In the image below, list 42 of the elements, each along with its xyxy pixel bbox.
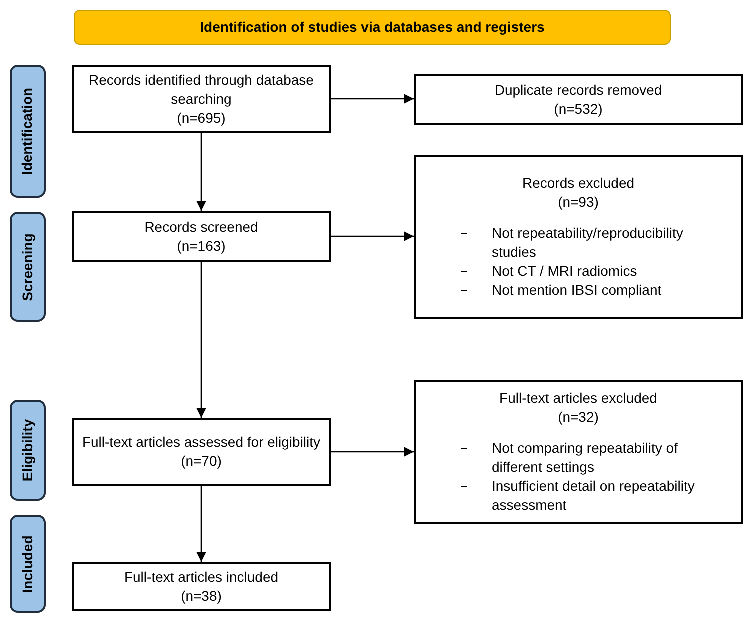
box-heading: Records excluded — [522, 174, 635, 193]
process-box — [72, 65, 331, 133]
box-heading: (n=32) — [558, 408, 599, 427]
box-text: Records screened — [144, 218, 258, 236]
box-heading: Full-text articles excluded — [500, 389, 658, 408]
stage-tab — [10, 400, 46, 501]
arrow — [331, 447, 414, 457]
arrow — [196, 133, 206, 211]
stage-tab — [10, 212, 46, 322]
box-text: Duplicate records removed — [494, 80, 662, 100]
banner-title: Identification of studies via databases and registers — [200, 18, 545, 37]
bullet-text: Not repeatability/reproducibility studies — [492, 224, 684, 262]
exclusion-box — [414, 380, 743, 524]
box-text: (n=532) — [554, 100, 603, 118]
process-box — [72, 562, 331, 611]
process-box — [72, 211, 331, 262]
stage-tab — [10, 515, 46, 613]
box-text: Records identified through database searching — [88, 70, 315, 108]
box-text: Full-text articles assessed for eligibility — [82, 433, 321, 452]
box-text: (n=70) — [181, 452, 222, 471]
box-text: (n=695) — [177, 108, 226, 128]
bullet-text: Insufficient detail on repeatability assessment — [492, 477, 696, 515]
arrow — [196, 262, 206, 418]
process-box — [414, 74, 743, 125]
bullet-text: Not comparing repeatability of different settings — [492, 439, 679, 477]
stage-label: Eligibility — [18, 419, 36, 482]
arrow — [196, 486, 206, 562]
stage-tab — [10, 65, 46, 198]
bullet-text: Not CT / MRI radiomics — [492, 262, 638, 281]
process-box — [72, 418, 331, 486]
stage-label: Included — [18, 535, 36, 593]
title-banner — [74, 10, 671, 45]
box-text: (n=38) — [181, 586, 222, 606]
box-text: (n=163) — [177, 236, 226, 256]
arrow — [331, 94, 414, 104]
bullet-text: Not mention IBSI compliant — [492, 281, 663, 300]
box-heading: (n=93) — [558, 193, 599, 212]
box-text: Full-text articles included — [124, 568, 279, 586]
stage-label: Identification — [18, 88, 36, 176]
stage-label: Screening — [18, 233, 36, 301]
arrow — [331, 232, 414, 242]
exclusion-box — [414, 155, 743, 319]
